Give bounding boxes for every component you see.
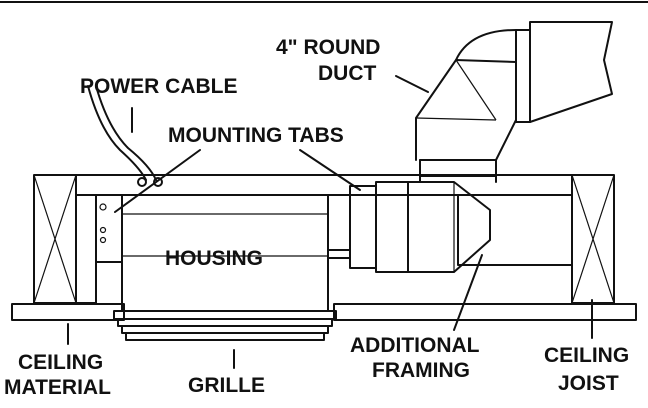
ceiling-joist-left xyxy=(33,174,77,304)
ceiling-material-label-line2: MATERIAL xyxy=(4,376,111,399)
power-cable-label: POWER CABLE xyxy=(80,75,238,98)
mounting-tabs-label: MOUNTING TABS xyxy=(168,124,344,147)
grille xyxy=(113,310,337,341)
round-duct xyxy=(407,21,613,273)
power-cable xyxy=(87,85,163,187)
housing-label: HOUSING xyxy=(165,247,263,270)
grille-label: GRILLE xyxy=(188,374,265,397)
ceiling-joist-label-line2: JOIST xyxy=(558,372,619,395)
duct-label-line1: 4" ROUND xyxy=(276,36,380,59)
additional-framing-label-line2: FRAMING xyxy=(372,359,470,382)
leader-lines xyxy=(67,75,593,369)
ceiling-joist-right xyxy=(571,174,615,304)
additional-framing-label-line1: ADDITIONAL xyxy=(350,334,480,357)
ceiling-material-label-line1: CEILING xyxy=(18,351,103,374)
duct-label-line2: DUCT xyxy=(318,62,376,85)
ceiling-joist-label-line1: CEILING xyxy=(544,344,629,367)
mounting-tab xyxy=(95,194,123,263)
